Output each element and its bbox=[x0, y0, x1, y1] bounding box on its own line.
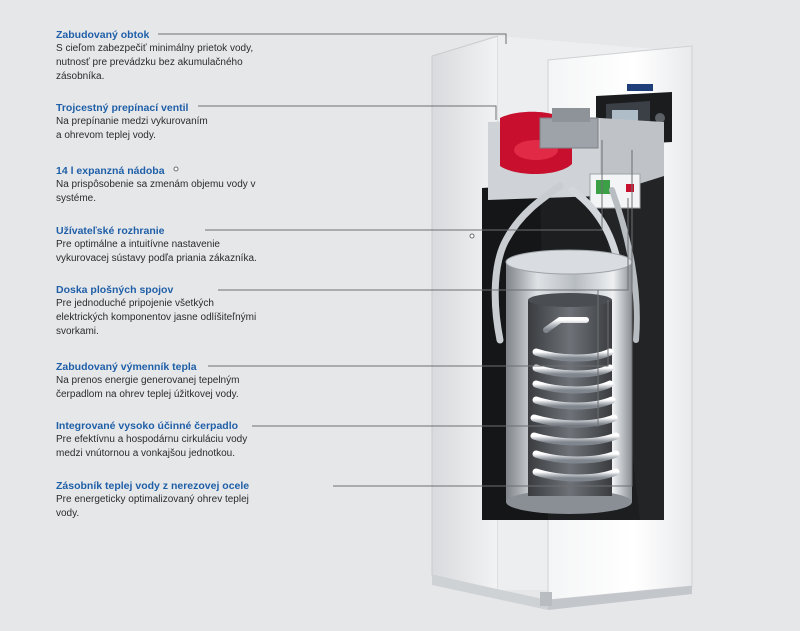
callout-title: Integrované vysoko účinné čerpadlo bbox=[56, 420, 239, 432]
callout-title: Zabudovaný výmenník tepla bbox=[56, 361, 197, 373]
callout-title: 14 l expanzná nádoba bbox=[56, 165, 165, 177]
callout-description-line: Pre jednoduché pripojenie všetkých bbox=[56, 298, 214, 309]
callout-description-line: čerpadlom na ohrev teplej úžitkovej vody… bbox=[56, 389, 239, 400]
callout-description-line: elektrických komponentov jasne odlíšiteľ… bbox=[56, 312, 257, 323]
callout-title: Zásobník teplej vody z nerezovej ocele bbox=[56, 480, 250, 492]
callout-description-line: Pre efektívnu a hospodárnu cirkuláciu vo… bbox=[56, 434, 248, 445]
callout-description-line: medzi vnútornou a vonkajšou jednotkou. bbox=[56, 448, 236, 459]
callout-description-line: zásobníka. bbox=[56, 71, 105, 82]
callout-description-line: vykurovacej sústavy podľa priania zákazn… bbox=[56, 253, 257, 264]
callout-description-line: svorkami. bbox=[56, 326, 99, 337]
callout-description-line: Pre optimálne a intuitívne nastavenie bbox=[56, 239, 220, 250]
callout-description-line: Na prispôsobenie sa zmenám objemu vody v bbox=[56, 179, 256, 190]
callout-description-line: nutnosť pre prevádzku bez akumulačného bbox=[56, 57, 243, 68]
brand-badge-icon bbox=[627, 84, 653, 91]
callout-description-line: Pre energeticky optimalizovaný ohrev tep… bbox=[56, 494, 249, 505]
callout-6: Zabudovaný výmenník tepla Na prenos energ… bbox=[56, 360, 306, 402]
heat-exchanger-coil bbox=[530, 317, 620, 482]
callout-description-line: Na prepínanie medzi vykurovaním bbox=[56, 116, 208, 127]
callout-title: Trojcestný prepínací ventil bbox=[56, 102, 189, 114]
callout-description-line: a ohrevom teplej vody. bbox=[56, 130, 156, 141]
callout-title: Doska plošných spojov bbox=[56, 284, 174, 296]
callout-description-line: Na prenos energie generovanej tepelným bbox=[56, 375, 240, 386]
callout-description-line: vody. bbox=[56, 508, 80, 519]
leader-lines bbox=[158, 33, 633, 487]
callout-title: Užívateľské rozhranie bbox=[56, 225, 165, 237]
callout-2: Trojcestný prepínací ventil Na prepínanie… bbox=[56, 101, 306, 143]
callout-description-line: S cieľom zabezpečiť minimálny prietok vo… bbox=[56, 43, 254, 54]
callout-3: 14 l expanzná nádoba Na prispôsobenie sa … bbox=[56, 164, 306, 206]
callout-description-line: systéme. bbox=[56, 193, 97, 204]
callout-1: Zabudovaný obtok S cieľom zabezpečiť mini… bbox=[56, 28, 306, 84]
callout-title: Zabudovaný obtok bbox=[56, 29, 150, 41]
